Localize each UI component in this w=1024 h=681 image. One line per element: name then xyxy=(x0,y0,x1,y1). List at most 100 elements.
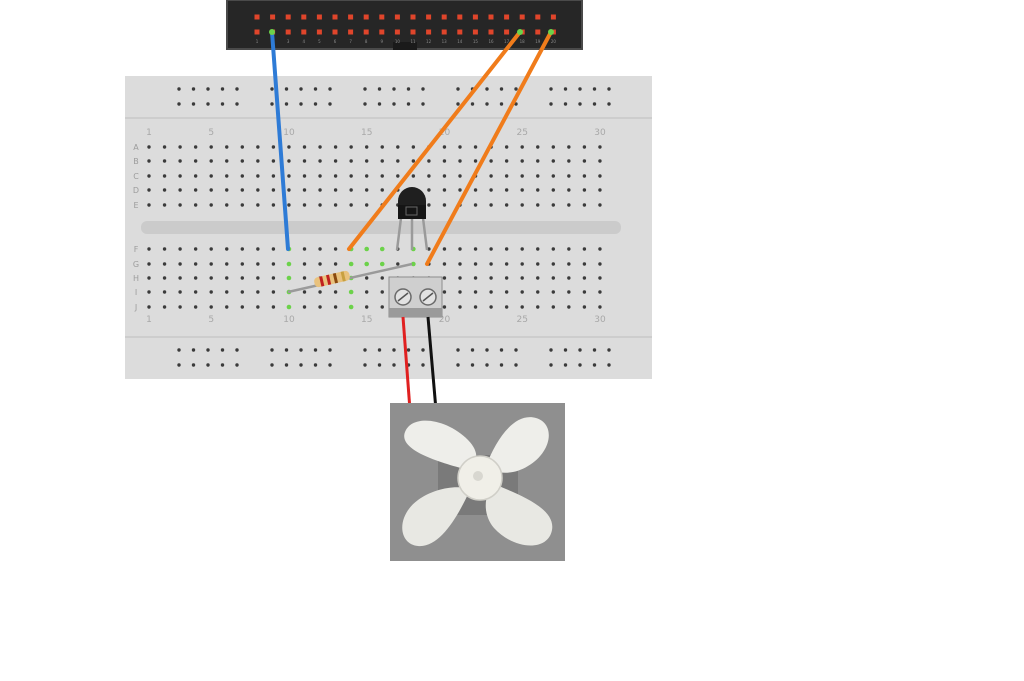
header-pin-label: 5 xyxy=(318,39,321,44)
rail-hole xyxy=(456,363,460,367)
breadboard-hole xyxy=(209,174,213,178)
breadboard-hole xyxy=(582,276,587,280)
rail-hole xyxy=(485,348,489,352)
rail-hole xyxy=(206,363,210,367)
breadboard-hole xyxy=(598,145,602,149)
breadboard-hole xyxy=(287,174,291,178)
column-label: 10 xyxy=(283,315,295,325)
breadboard-hole xyxy=(271,145,276,149)
wire-orange-2-end-top xyxy=(548,29,554,35)
rail-hole xyxy=(177,102,181,106)
breadboard-hole xyxy=(473,262,478,266)
breadboard-hole xyxy=(458,262,462,266)
rail-hole xyxy=(578,363,582,367)
breadboard-hole xyxy=(147,262,151,266)
breadboard-hole xyxy=(209,188,213,192)
breadboard-hole xyxy=(225,145,229,149)
breadboard-hole xyxy=(271,159,276,163)
breadboard-hole xyxy=(551,290,555,294)
breadboard-hole xyxy=(536,188,540,192)
header-pin-label: 6 xyxy=(334,39,337,44)
rail-hole xyxy=(363,87,367,91)
breadboard-hole xyxy=(504,188,509,192)
fan-blade-bottom-left xyxy=(402,487,470,547)
breadboard-hole xyxy=(582,188,587,192)
breadboard-hole xyxy=(333,159,338,163)
breadboard-hole xyxy=(551,305,555,309)
header-pin-top xyxy=(519,14,525,20)
rail-hole xyxy=(220,102,225,106)
breadboard-hole xyxy=(489,305,493,309)
rail-hole xyxy=(485,363,489,367)
breadboard-hole xyxy=(302,262,307,266)
breadboard-hole xyxy=(380,188,384,192)
breadboard-hole xyxy=(551,159,555,163)
breadboard-hole xyxy=(365,276,369,280)
column-label: 25 xyxy=(516,315,527,325)
row-label: D xyxy=(133,186,139,195)
wire-orange-1-end-top xyxy=(517,29,523,35)
rail-hole xyxy=(607,363,611,367)
breadboard-hole xyxy=(302,290,307,294)
breadboard-hole xyxy=(442,174,447,178)
breadboard-hole xyxy=(567,174,571,178)
breadboard-hole xyxy=(209,262,213,266)
breadboard-hole xyxy=(240,145,244,149)
rail-hole xyxy=(313,87,318,91)
column-label: 15 xyxy=(361,315,372,325)
rail-hole xyxy=(313,102,318,106)
header-pin-label: 14 xyxy=(457,39,463,44)
header-pin-top xyxy=(504,14,510,20)
rail-hole xyxy=(406,348,411,352)
wire-orange-1 xyxy=(347,30,522,251)
breadboard-hole xyxy=(256,305,260,309)
rail-hole xyxy=(299,87,303,91)
header-pin-bottom xyxy=(457,29,463,35)
breadboard-hole xyxy=(442,203,447,207)
resistor-band-1 xyxy=(319,276,325,287)
breadboard-hole xyxy=(333,290,338,294)
rail-hole xyxy=(514,87,518,91)
breadboard-hole xyxy=(147,145,151,149)
breadboard-hole xyxy=(302,145,307,149)
header-pin-top xyxy=(363,14,369,20)
breadboard-hole xyxy=(379,246,385,252)
breadboard-hole xyxy=(333,305,338,309)
header-pin-bottom xyxy=(301,29,307,35)
breadboard-hole xyxy=(365,159,369,163)
breadboard-hole xyxy=(286,304,292,310)
breadboard-hole xyxy=(504,174,509,178)
rail-hole xyxy=(499,363,504,367)
header-pin-bottom xyxy=(504,29,510,35)
rail-hole xyxy=(377,363,382,367)
breadboard-hole xyxy=(240,174,244,178)
breadboard-hole xyxy=(193,159,198,163)
rail-hole xyxy=(328,102,332,106)
rail-hole xyxy=(220,87,225,91)
breadboard-hole xyxy=(365,188,369,192)
breadboard-hole xyxy=(287,188,291,192)
rail-hole xyxy=(499,102,504,106)
transistor-lead-left xyxy=(395,217,403,251)
rail-hole xyxy=(392,363,396,367)
breadboard-hole xyxy=(380,276,384,280)
breadboard-hole xyxy=(458,276,462,280)
fan xyxy=(390,403,565,561)
breadboard-hole xyxy=(333,262,338,266)
header-pin-bottom xyxy=(472,29,478,35)
breadboard-hole xyxy=(380,159,384,163)
breadboard-hole xyxy=(240,159,244,163)
breadboard-hole xyxy=(240,290,244,294)
breadboard-hole xyxy=(271,247,276,251)
header-pin-top xyxy=(332,14,338,20)
breadboard-hole xyxy=(458,290,462,294)
column-label: 5 xyxy=(208,128,214,138)
rail-hole xyxy=(392,87,396,91)
header-pin-bottom xyxy=(316,29,322,35)
breadboard-hole xyxy=(551,262,555,266)
breadboard-hole xyxy=(365,174,369,178)
breadboard-hole xyxy=(162,262,167,266)
rail-hole xyxy=(406,87,411,91)
breadboard-hole xyxy=(349,203,353,207)
breadboard-hole xyxy=(364,246,370,252)
